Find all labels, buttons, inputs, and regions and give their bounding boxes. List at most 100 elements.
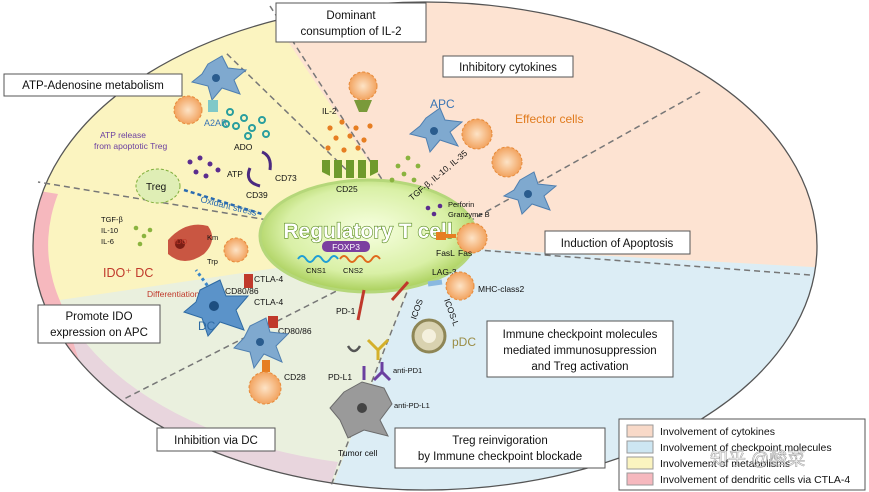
cd80-86-label-b: CD80/86: [278, 326, 312, 336]
box-apoptosis-text: Induction of Apoptosis: [561, 238, 674, 250]
trp-label: Trp: [207, 257, 218, 266]
apc-cell-2: [502, 171, 558, 215]
box-apoptosis: Induction of Apoptosis: [544, 230, 691, 255]
apc-cell-atp: [190, 55, 248, 102]
cns2-dna: [339, 255, 381, 263]
lag3-label: LAG-3: [432, 267, 457, 277]
cd28-label: CD28: [284, 372, 306, 382]
anti-pd1-antibody: [366, 338, 390, 360]
pdc-label: pDC: [452, 335, 476, 349]
ido-dc-nucleus: [175, 239, 185, 249]
atp-release-line2: from apoptotic Treg: [94, 141, 168, 151]
cd80-marker-a: [244, 274, 253, 288]
cd80-marker-b: [268, 316, 278, 328]
box-dc-inhibition: Inhibition via DC: [156, 427, 276, 452]
box-il2-line1: Dominant: [326, 10, 376, 22]
cd73-enzyme: [261, 150, 272, 171]
apc-label: APC: [430, 97, 455, 111]
legend-label-checkpoint: Involvement of checkpoint molecules: [660, 442, 832, 454]
mhc-cell: [445, 271, 475, 301]
lag3-receptor: [427, 279, 443, 287]
box-inhibitory: Inhibitory cytokines: [442, 55, 574, 78]
granzyme-dots: [425, 203, 443, 217]
box-reinvigoration-line2: by Immune checkpoint blockade: [418, 451, 582, 463]
cd73-label: CD73: [275, 173, 297, 183]
ido-cytokine-dots: [133, 225, 153, 247]
ctla4-label-a: CTLA-4: [254, 274, 284, 284]
cd25-receptors: [322, 160, 378, 178]
dc-label: DC: [198, 319, 216, 333]
box-checkpoint: Immune checkpoint molecules mediated imm…: [486, 320, 674, 378]
pd1-receptor: [346, 345, 362, 353]
box-checkpoint-line2: mediated immunosuppression: [503, 345, 656, 357]
ido-enzyme-label: IDO: [174, 237, 188, 246]
effector-cell-1: [461, 118, 493, 150]
anti-pdl1-antibody: [372, 362, 392, 382]
effector-label: Effector cells: [515, 112, 583, 126]
legend: Involvement of cytokines Involvement of …: [618, 418, 866, 491]
legend-swatch-dc: [626, 472, 654, 486]
foxp3-box: [322, 241, 370, 252]
box-atp-text: ATP-Adenosine metabolism: [22, 80, 164, 92]
anti-pd1-label: anti-PD1: [393, 366, 422, 375]
il2-dots: [325, 119, 373, 153]
target-cell: [456, 222, 488, 254]
atp-release-line1: ATP release: [100, 130, 146, 140]
treg-label: Treg: [146, 182, 166, 193]
pd1-arrow: [356, 289, 366, 321]
pdl1-label: PD-L1: [328, 372, 352, 382]
legend-label-dc: Involvement of dendritic cells via CTLA-…: [660, 474, 850, 486]
legend-swatch-checkpoint: [626, 440, 654, 454]
center-title: Regulatory T cell: [283, 220, 452, 243]
apc-cell: [408, 107, 464, 154]
il2-producer-cell: [348, 71, 378, 101]
apoptotic-treg: [135, 168, 181, 204]
a2ar-receptor: [208, 100, 218, 112]
box-dc-inhibition-text: Inhibition via DC: [174, 435, 258, 447]
granzyme-label: Granzyme B: [448, 210, 490, 219]
dc-target-cell: [248, 371, 282, 405]
cd39-enzyme: [246, 167, 261, 188]
box-checkpoint-line3: and Treg activation: [531, 361, 628, 373]
cns2-label: CNS2: [343, 266, 363, 275]
ctla4-label-b: CTLA-4: [254, 297, 284, 307]
il10-label: IL-10: [101, 226, 118, 235]
atp-label: ATP: [227, 169, 243, 179]
legend-label-metabolism: Involvement of metabolisms: [660, 458, 790, 470]
cd80-86-label-a: CD80/86: [225, 286, 259, 296]
tgfb-label: TGF-β: [101, 215, 123, 224]
adenosine-dots: [222, 108, 270, 140]
anti-pdl1-label: anti-PD-L1: [394, 401, 430, 410]
ado-label: ADO: [234, 142, 253, 152]
a2ar-label: A2AR: [204, 118, 228, 128]
mhc2-label: MHC-class2: [478, 284, 525, 294]
atp-effector-cell: [173, 95, 203, 125]
differentiation-label: Differentiation: [147, 289, 200, 299]
fas-label: Fas: [458, 248, 472, 258]
atp-dots: [187, 155, 221, 179]
tumor-label: Tumor cell: [338, 448, 377, 458]
cns1-dna: [297, 255, 339, 263]
dc-cell-2: [233, 317, 290, 370]
foxp3-label: FOXP3: [332, 242, 360, 252]
ido-dc-label: IDO⁺ DC: [103, 266, 153, 280]
icos-arrow: [390, 281, 410, 301]
il6-label: IL-6: [101, 237, 114, 246]
box-inhibitory-text: Inhibitory cytokines: [459, 62, 557, 74]
il2-receptor-shape: [354, 100, 372, 112]
box-checkpoint-line1: Immune checkpoint molecules: [503, 329, 658, 341]
il2-label: IL-2: [322, 106, 337, 116]
tumor-cell: [329, 381, 393, 439]
box-ido-line2: expression on APC: [50, 327, 148, 339]
ido-dc-cell: [168, 224, 213, 261]
cd25-label: CD25: [336, 184, 358, 194]
dc-cell: [182, 279, 250, 337]
perforin-label: Perforin: [448, 200, 474, 209]
box-ido-line1: Promote IDO: [65, 311, 132, 323]
cytokine-dots: [389, 155, 421, 183]
km-label: Km: [207, 233, 218, 242]
legend-swatch-cytokines: [626, 424, 654, 438]
ido-target-cell: [223, 237, 249, 263]
box-reinvigoration-line1: Treg reinvigoration: [452, 435, 547, 447]
